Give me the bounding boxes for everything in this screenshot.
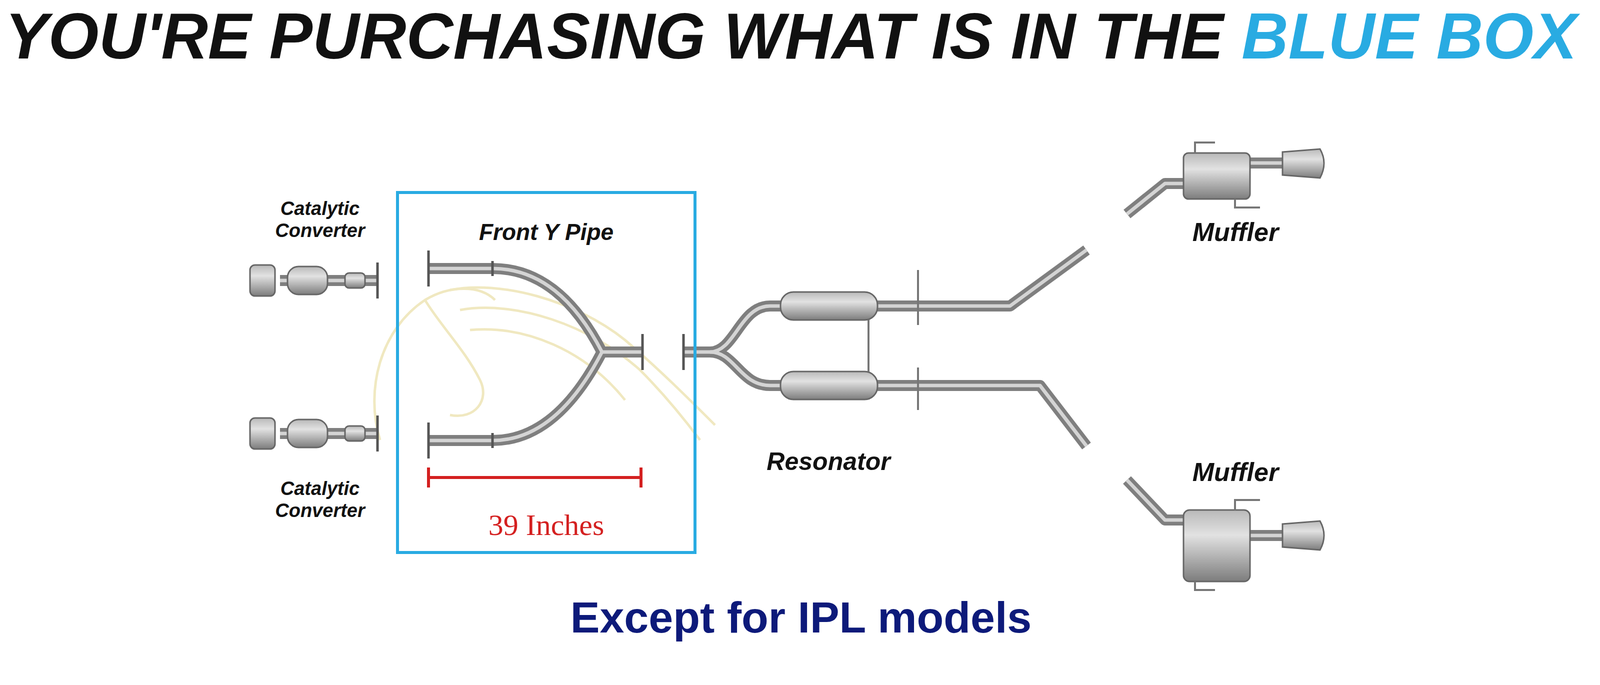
part-label: Resonator	[766, 447, 890, 477]
part-label: Muffler	[1192, 457, 1279, 488]
muffler-bracket	[1195, 142, 1260, 590]
part-label: Muffler	[1192, 217, 1279, 248]
part-label: Catalytic Converter	[260, 478, 380, 522]
part-label: Catalytic Converter	[260, 198, 380, 242]
pipe	[280, 163, 1285, 536]
part-heading: Front Y Pipe	[399, 219, 694, 246]
flange	[377, 250, 684, 459]
pipe-highlight	[280, 163, 1285, 536]
highlight-box: Front Y Pipe 39 Inches	[396, 191, 697, 554]
caption: Except for IPL models	[570, 593, 1032, 642]
dimension-line	[428, 467, 641, 488]
hanger	[868, 270, 918, 410]
resonator-body	[780, 292, 878, 400]
dimension-label: 39 Inches	[399, 508, 694, 543]
muffler-body	[1183, 149, 1324, 582]
title: YOU'RE PURCHASING WHAT IS IN THE BLUE BO…	[5, 2, 1589, 70]
catalytic-converter	[250, 265, 365, 449]
